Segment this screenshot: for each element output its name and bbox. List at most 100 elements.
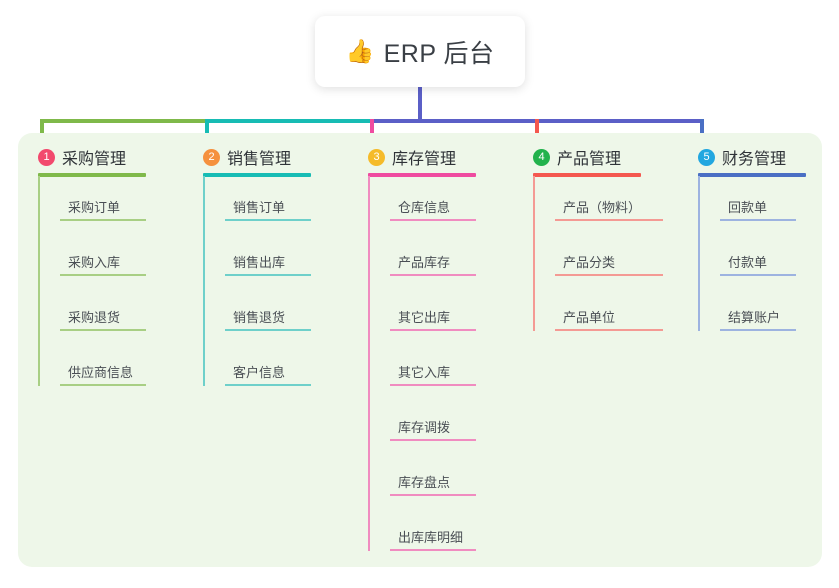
- leaf-node-label: 回款单: [728, 200, 768, 215]
- branch-header-underline: [533, 173, 641, 177]
- branch-drop-line-5: [700, 119, 704, 142]
- branch-header-underline: [38, 173, 146, 177]
- leaf-node[interactable]: 客户信息: [225, 360, 311, 386]
- leaf-node-underline: [225, 274, 311, 276]
- leaf-node-label: 产品分类: [563, 255, 616, 270]
- branch-title-label: 财务管理: [722, 151, 787, 168]
- leaf-node-underline: [555, 219, 663, 221]
- leaf-node-label: 采购退货: [68, 310, 121, 325]
- leaf-node[interactable]: 仓库信息: [390, 195, 476, 221]
- leaf-node-label: 客户信息: [233, 365, 286, 380]
- branch-header-4[interactable]: 4 产品管理: [533, 145, 621, 169]
- branch-title-label: 产品管理: [557, 151, 622, 168]
- branch-number-badge: 4: [533, 148, 550, 166]
- branch-title-label: 采购管理: [62, 151, 127, 168]
- leaf-node[interactable]: 其它入库: [390, 360, 476, 386]
- leaf-node-label: 出库库明细: [398, 530, 464, 545]
- leaf-node[interactable]: 其它出库: [390, 305, 476, 331]
- leaf-node[interactable]: 产品分类: [555, 250, 663, 276]
- leaf-node[interactable]: 结算账户: [720, 305, 796, 331]
- leaf-node-underline: [720, 274, 796, 276]
- branch-header-underline: [203, 173, 311, 177]
- root-trunk-line: [418, 87, 422, 123]
- branch-number-badge: 2: [203, 148, 220, 166]
- bus-segment-2: [205, 119, 374, 123]
- leaf-node-underline: [720, 219, 796, 221]
- leaf-node[interactable]: 产品单位: [555, 305, 663, 331]
- leaf-node[interactable]: 采购退货: [60, 305, 146, 331]
- branch-header-5[interactable]: 5 财务管理: [698, 145, 786, 169]
- bus-segment-4: [418, 119, 704, 123]
- leaf-node[interactable]: 库存盘点: [390, 470, 476, 496]
- leaf-node-underline: [390, 329, 476, 331]
- leaf-node-underline: [225, 384, 311, 386]
- branch-number-badge: 5: [698, 148, 715, 166]
- leaf-node-label: 库存调拨: [398, 420, 451, 435]
- branch-number-badge: 1: [38, 148, 55, 166]
- leaf-node-underline: [60, 219, 146, 221]
- leaf-node-label: 销售退货: [233, 310, 286, 325]
- leaf-node[interactable]: 产品（物料）: [555, 195, 663, 221]
- leaf-node[interactable]: 销售出库: [225, 250, 311, 276]
- branch-header-2[interactable]: 2 销售管理: [203, 145, 291, 169]
- branch-drop-line-4: [535, 119, 539, 142]
- branch-drop-line-2: [205, 119, 209, 142]
- branch-spine: [38, 176, 40, 386]
- leaf-node-underline: [390, 494, 476, 496]
- leaf-node-underline: [390, 439, 476, 441]
- leaf-node[interactable]: 销售退货: [225, 305, 311, 331]
- branch-drop-line-1: [40, 119, 44, 142]
- leaf-node-label: 产品单位: [563, 310, 616, 325]
- leaf-node[interactable]: 库存调拨: [390, 415, 476, 441]
- leaf-node-underline: [60, 384, 146, 386]
- leaf-node[interactable]: 供应商信息: [60, 360, 146, 386]
- branch-panel: 1 采购管理采购订单采购入库采购退货供应商信息 2 销售管理销售订单销售出库销售退货客…: [18, 133, 822, 567]
- leaf-node-underline: [555, 274, 663, 276]
- root-title-label: ERP 后台: [383, 39, 495, 68]
- leaf-node[interactable]: 付款单: [720, 250, 796, 276]
- thumbs-up-icon: 👍: [345, 38, 375, 64]
- branch-spine: [368, 176, 370, 551]
- leaf-node[interactable]: 采购订单: [60, 195, 146, 221]
- leaf-node-underline: [225, 219, 311, 221]
- leaf-node-label: 产品库存: [398, 255, 451, 270]
- leaf-node-label: 销售出库: [233, 255, 286, 270]
- leaf-node-underline: [390, 219, 476, 221]
- branch-drop-line-3: [370, 119, 374, 142]
- branch-header-underline: [368, 173, 476, 177]
- leaf-node-label: 采购入库: [68, 255, 121, 270]
- branch-spine: [698, 176, 700, 331]
- root-node-title: 👍 ERP 后台: [345, 34, 494, 70]
- leaf-node-label: 供应商信息: [68, 365, 134, 380]
- leaf-node-label: 销售订单: [233, 200, 286, 215]
- leaf-node[interactable]: 出库库明细: [390, 525, 476, 551]
- branch-spine: [203, 176, 205, 386]
- leaf-node-label: 产品（物料）: [563, 200, 642, 215]
- leaf-node-underline: [60, 329, 146, 331]
- bus-segment-1: [40, 119, 209, 123]
- leaf-node-label: 其它入库: [398, 365, 451, 380]
- leaf-node-underline: [60, 274, 146, 276]
- leaf-node-label: 采购订单: [68, 200, 121, 215]
- leaf-node-label: 库存盘点: [398, 475, 451, 490]
- leaf-node-underline: [390, 549, 476, 551]
- leaf-node-label: 仓库信息: [398, 200, 451, 215]
- leaf-node-label: 结算账户: [728, 310, 781, 325]
- leaf-node[interactable]: 采购入库: [60, 250, 146, 276]
- branch-number-badge: 3: [368, 148, 385, 166]
- branch-header-1[interactable]: 1 采购管理: [38, 145, 126, 169]
- root-node-card[interactable]: 👍 ERP 后台: [315, 16, 525, 87]
- leaf-node-underline: [720, 329, 796, 331]
- leaf-node[interactable]: 产品库存: [390, 250, 476, 276]
- leaf-node-label: 付款单: [728, 255, 768, 270]
- branch-spine: [533, 176, 535, 331]
- leaf-node-underline: [225, 329, 311, 331]
- leaf-node[interactable]: 回款单: [720, 195, 796, 221]
- leaf-node[interactable]: 销售订单: [225, 195, 311, 221]
- bus-segment-3: [370, 119, 422, 123]
- leaf-node-label: 其它出库: [398, 310, 451, 325]
- leaf-node-underline: [390, 274, 476, 276]
- branch-title-label: 销售管理: [227, 151, 292, 168]
